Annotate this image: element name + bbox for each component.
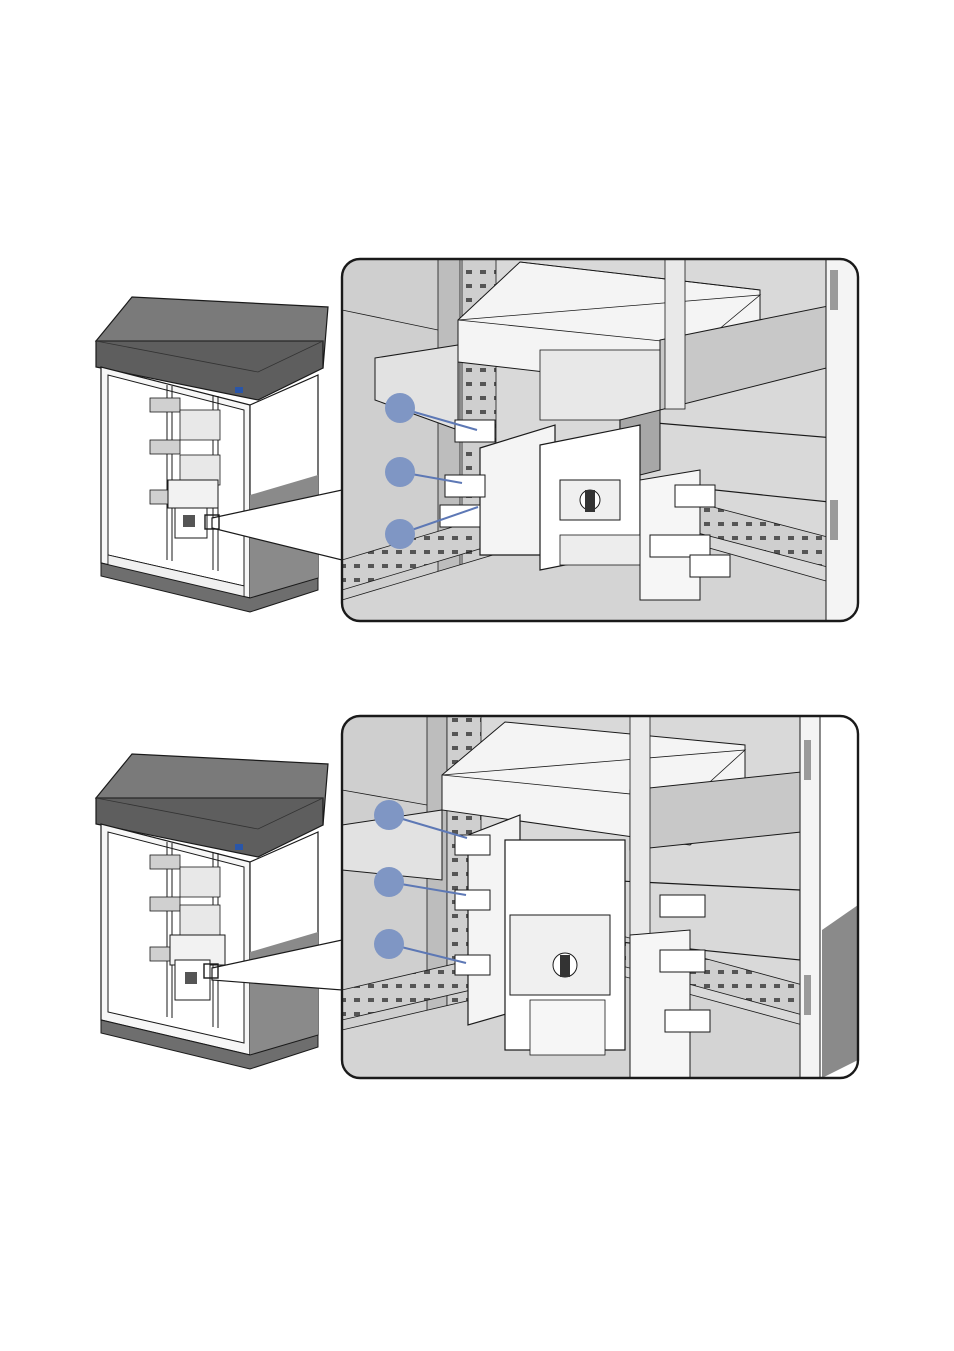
detail-panel-bottom [340, 714, 860, 1080]
callout-marker-3 [385, 519, 415, 549]
callout-group-top [385, 393, 479, 549]
cabinet-overview-bottom [94, 753, 343, 1070]
cabinet-overview-top [94, 296, 343, 613]
callout-marker-1 [385, 393, 415, 423]
callout-marker-2 [385, 457, 415, 487]
callout-marker-1 [374, 800, 404, 830]
callout-group-bottom [374, 800, 468, 964]
callout-marker-2 [374, 867, 404, 897]
figure-top [94, 257, 860, 623]
figure-bottom [94, 714, 860, 1080]
detail-panel-top [340, 257, 860, 623]
callout-marker-3 [374, 929, 404, 959]
